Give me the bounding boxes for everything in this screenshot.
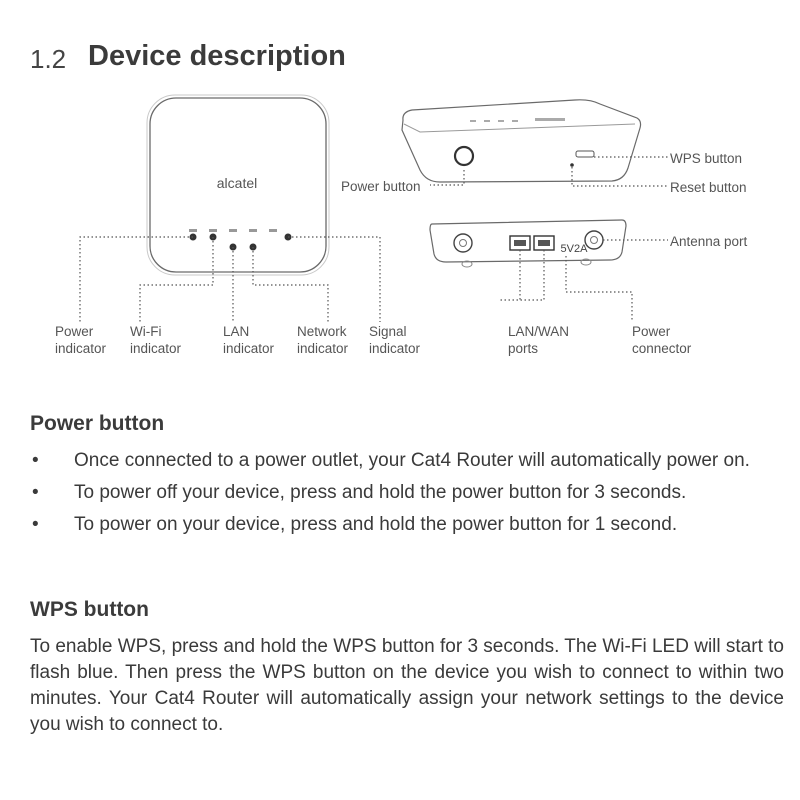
- section-number: 1.2: [30, 44, 67, 74]
- list-item: •To power off your device, press and hol…: [32, 482, 687, 503]
- device-illustration: alcatel: [79, 94, 668, 322]
- power-bullet-list: •Once connected to a power outlet, your …: [30, 448, 784, 544]
- label-antenna-port: Antenna port: [670, 234, 748, 249]
- section-title: Device description: [88, 40, 346, 72]
- reset-button-graphic: [570, 163, 574, 167]
- rear-port-text: 5V2A: [561, 243, 589, 255]
- router-rear-view: 5V2A: [429, 219, 627, 268]
- brand-logo: alcatel: [217, 175, 257, 191]
- router-top-view: [400, 99, 642, 183]
- label-power-button: Power button: [341, 179, 421, 194]
- power-button-graphic: [453, 145, 475, 167]
- list-item: •Once connected to a power outlet, your …: [32, 450, 750, 471]
- label-reset-button: Reset button: [670, 180, 747, 195]
- wps-body-text: To enable WPS, press and hold the WPS bu…: [30, 636, 784, 735]
- list-item: •To power on your device, press and hold…: [32, 514, 678, 535]
- power-button-heading: Power button: [30, 412, 165, 435]
- wps-button-heading: WPS button: [30, 598, 149, 621]
- wps-button-graphic: [575, 150, 595, 158]
- router-front-view: alcatel: [146, 94, 330, 276]
- label-wps-button: WPS button: [670, 151, 743, 166]
